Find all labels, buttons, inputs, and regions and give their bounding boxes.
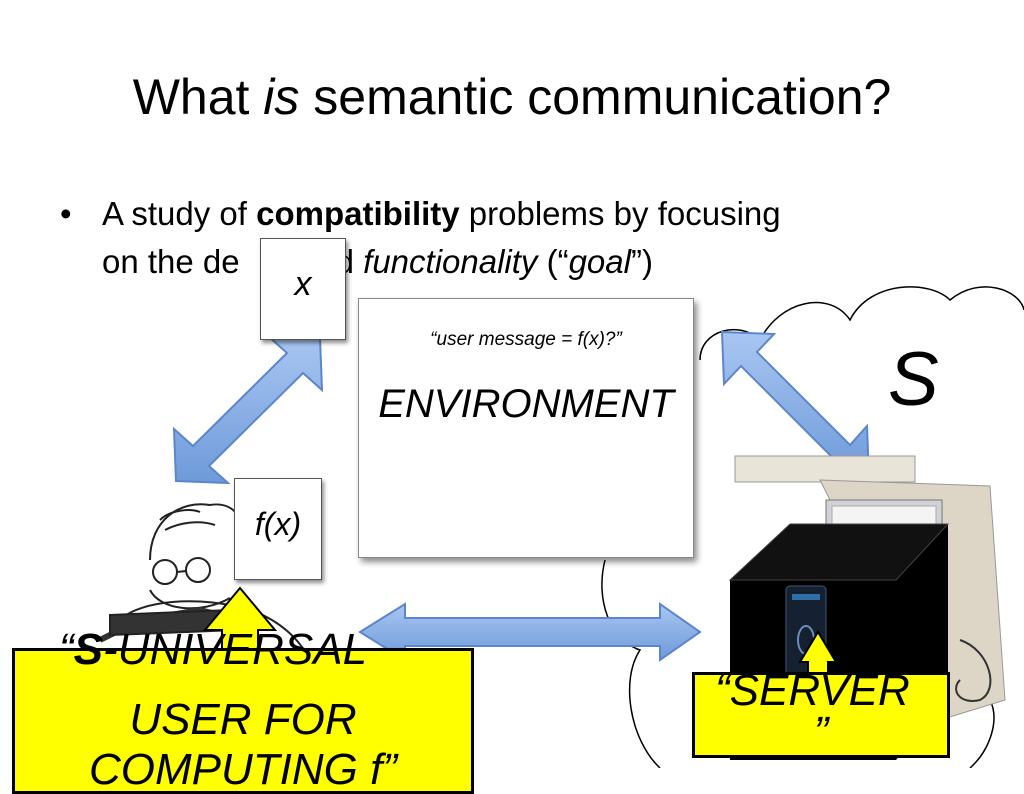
user-callout-pointer (202, 586, 278, 651)
environment-question: “user message = f(x)?” (430, 329, 622, 350)
title-prefix: What (132, 69, 264, 125)
title-emphasis: is (263, 69, 300, 125)
universal-user-callout: “S-UNIVERSAL USER FOR COMPUTING f” (12, 627, 474, 794)
user-box-line3: COMPUTING f” (89, 745, 397, 794)
server-callout-pointer (798, 630, 838, 677)
bullet-text: A study of compatibility problems by foc… (102, 190, 980, 286)
server-callout: “SERVER ” (692, 669, 950, 758)
server-box-line1: “SERVER (715, 666, 910, 715)
user-box-bold: S (73, 625, 104, 674)
bullet-goal: goal (568, 243, 631, 280)
server-box-line2: ” (813, 708, 829, 757)
bullet-part-6: ”) (630, 243, 653, 280)
user-box-rest: -UNIVERSAL (103, 625, 368, 674)
bullet-point: • A study of compatibility problems by f… (60, 190, 980, 286)
note-x: x (260, 238, 346, 340)
bullet-part-1: A study of (102, 195, 257, 232)
slide-title: What is semantic communication? (0, 62, 1024, 132)
user-box-line2: USER FOR (129, 695, 357, 744)
bullet-marker: • (60, 195, 72, 232)
bullet-part-3: on the de (102, 243, 240, 280)
bullet-part-5: (“ (537, 243, 569, 280)
slide-artwork (98, 286, 1024, 768)
arrow-x-user (172, 334, 324, 485)
computer-illustration (728, 455, 1006, 760)
bullet-part-2: problems by focusing (459, 195, 781, 232)
user-sketch (98, 503, 311, 661)
bullet-functionality: functionality (363, 243, 538, 280)
note-fx: f(x) (234, 478, 322, 580)
title-suffix: semantic communication? (299, 69, 892, 125)
environment-label: ENVIRONMENT (378, 382, 674, 426)
user-box-open-quote: “ (59, 625, 74, 674)
user-box-line1: “S-UNIVERSAL (59, 627, 459, 673)
server-class-label: S (888, 337, 939, 422)
environment-box: “user message = f(x)?” ENVIRONMENT (358, 298, 694, 558)
bullet-bold: compatibility (256, 195, 460, 232)
